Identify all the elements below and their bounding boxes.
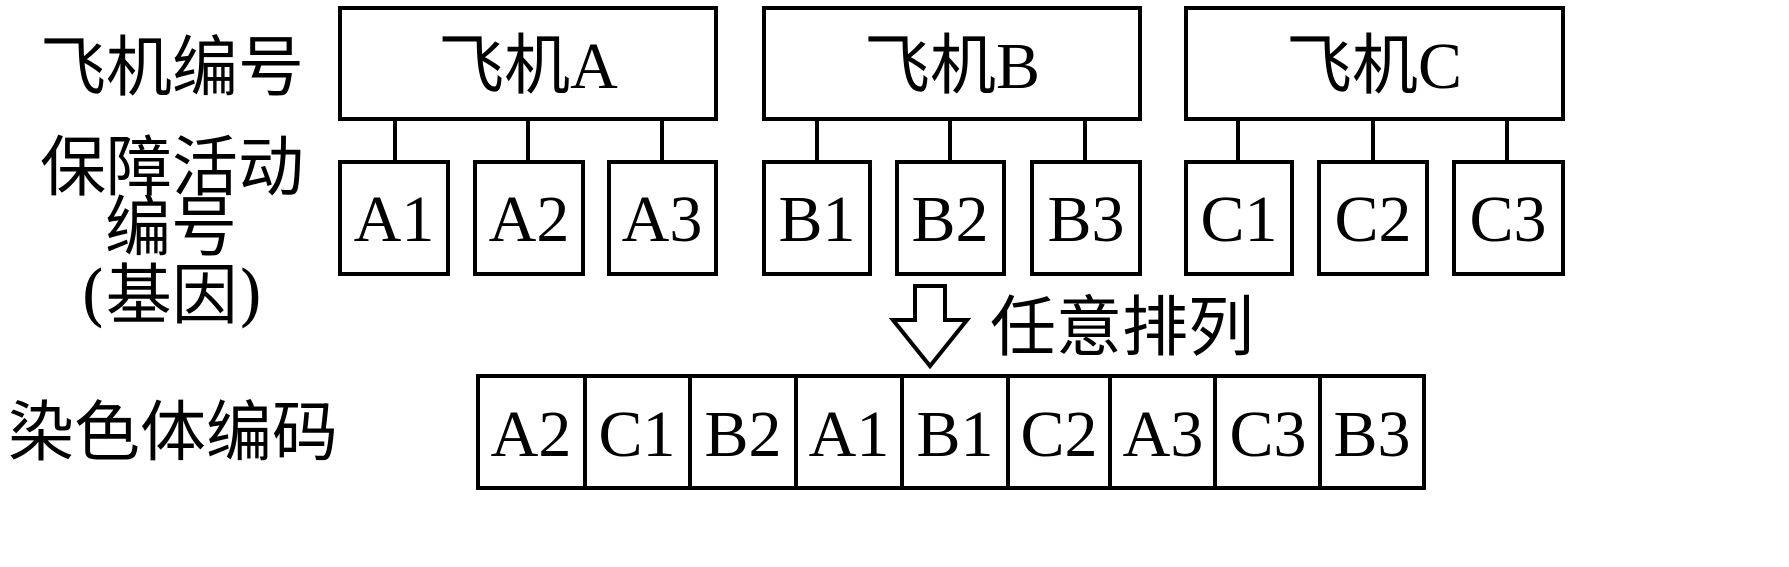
activity-label-b1: B1 xyxy=(778,183,855,256)
activity-label-a2: A2 xyxy=(489,183,570,256)
aircraft-group-b: 飞机B B1 B2 B3 xyxy=(762,6,1142,276)
chromosome-gene: B2 xyxy=(704,398,781,471)
aircraft-box-b xyxy=(762,6,1142,121)
activity-box-a2 xyxy=(473,160,585,276)
activity-label-c2: C2 xyxy=(1334,183,1411,256)
chromosome-row: A2 C1 B2 A1 B1 C2 A3 C3 B3 xyxy=(476,374,1426,490)
activity-box-b2 xyxy=(895,160,1006,276)
activity-label-a1: A1 xyxy=(354,183,435,256)
aircraft-box-a xyxy=(338,6,718,121)
activity-box-b3 xyxy=(1030,160,1142,276)
chromosome-gene: B3 xyxy=(1333,398,1410,471)
activity-label-c3: C3 xyxy=(1469,183,1546,256)
aircraft-box-c xyxy=(1184,6,1565,121)
chromosome-gene: C2 xyxy=(1020,398,1097,471)
activity-id-label-line2: 编号 xyxy=(105,189,237,266)
activity-id-label-line3: (基因) xyxy=(80,257,264,334)
activity-label-b2: B2 xyxy=(911,183,988,256)
chromosome-gene: C1 xyxy=(598,398,675,471)
aircraft-label-a: 飞机A xyxy=(438,30,618,103)
activity-id-label-line1: 保障活动 xyxy=(40,129,304,206)
aircraft-label-b: 飞机B xyxy=(864,30,1040,103)
arrange-label: 任意排列 xyxy=(990,289,1254,366)
aircraft-group-a: 飞机A A1 A2 A3 xyxy=(338,6,718,276)
activity-label-c1: C1 xyxy=(1200,183,1277,256)
aircraft-group-c: 飞机C C1 C2 C3 xyxy=(1184,6,1565,276)
chromosome-label: 染色体编码 xyxy=(8,394,338,471)
activity-label-b3: B3 xyxy=(1047,183,1124,256)
aircraft-id-label: 飞机编号 xyxy=(40,29,304,106)
aircraft-label-c: 飞机C xyxy=(1286,30,1462,103)
activity-box-b1 xyxy=(762,160,872,276)
activity-box-c1 xyxy=(1184,160,1294,276)
chromosome-gene: A1 xyxy=(809,398,890,471)
activity-box-a3 xyxy=(607,160,718,276)
chromosome-gene: C3 xyxy=(1229,398,1306,471)
chromosome-gene: A3 xyxy=(1123,398,1204,471)
activity-box-c2 xyxy=(1317,160,1429,276)
chromosome-gene: B1 xyxy=(916,398,993,471)
down-arrow-icon xyxy=(888,284,972,370)
activity-label-a3: A3 xyxy=(622,183,703,256)
chromosome-outer-box xyxy=(476,374,1426,490)
activity-box-c3 xyxy=(1452,160,1565,276)
activity-box-a1 xyxy=(338,160,450,276)
chromosome-gene: A2 xyxy=(491,398,572,471)
